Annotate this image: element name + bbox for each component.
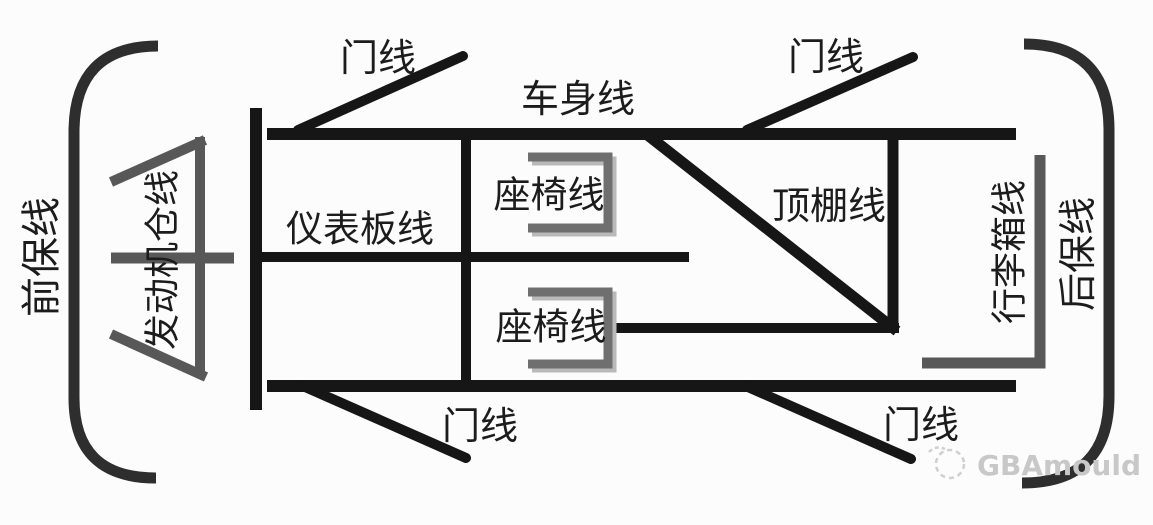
watermark-swoosh-icon <box>928 446 946 453</box>
door-line-label-top-left: 门线 <box>340 36 416 80</box>
door-line-bottom-right <box>743 382 916 464</box>
engine-bay-line-label: 发动机仓线 <box>143 170 184 350</box>
front-bumper-bracket <box>68 40 159 484</box>
watermark-globe-icon <box>934 448 966 480</box>
rear-seat-bracket <box>528 287 613 369</box>
engine-bay-shape <box>108 135 234 382</box>
instrument-panel-line-label: 仪表板线 <box>286 208 434 251</box>
door-line-label-bottom-right: 门线 <box>883 403 959 447</box>
seat-line-label-rear: 座椅线 <box>496 306 607 349</box>
engine-bay-bottom-diagonal <box>108 329 209 382</box>
watermark: GBAmould <box>928 446 1141 482</box>
engine-bay-top-diagonal <box>108 135 208 187</box>
roof-line-label: 顶棚线 <box>772 184 886 228</box>
seat-line-label-front: 座椅线 <box>494 174 605 217</box>
door-line-top-right <box>742 52 918 135</box>
trunk-line-shape <box>922 155 1046 369</box>
watermark-brand-text: GBAmould <box>977 449 1141 482</box>
roof-diagonal-line <box>641 128 901 336</box>
body-line-label: 车身线 <box>521 77 635 121</box>
rear-bumper-bracket <box>1021 38 1115 489</box>
door-line-label-bottom-left: 门线 <box>442 404 518 448</box>
door-line-bottom-left <box>298 381 471 463</box>
front-bumper-line-label: 前保线 <box>19 197 65 317</box>
rear-bumper-line-label: 后保线 <box>1056 197 1100 311</box>
door-line-top-left <box>293 51 468 135</box>
door-line-label-top-right: 门线 <box>788 35 864 79</box>
front-seat-bracket <box>528 152 613 233</box>
trunk-line-label: 行李箱线 <box>990 180 1031 324</box>
